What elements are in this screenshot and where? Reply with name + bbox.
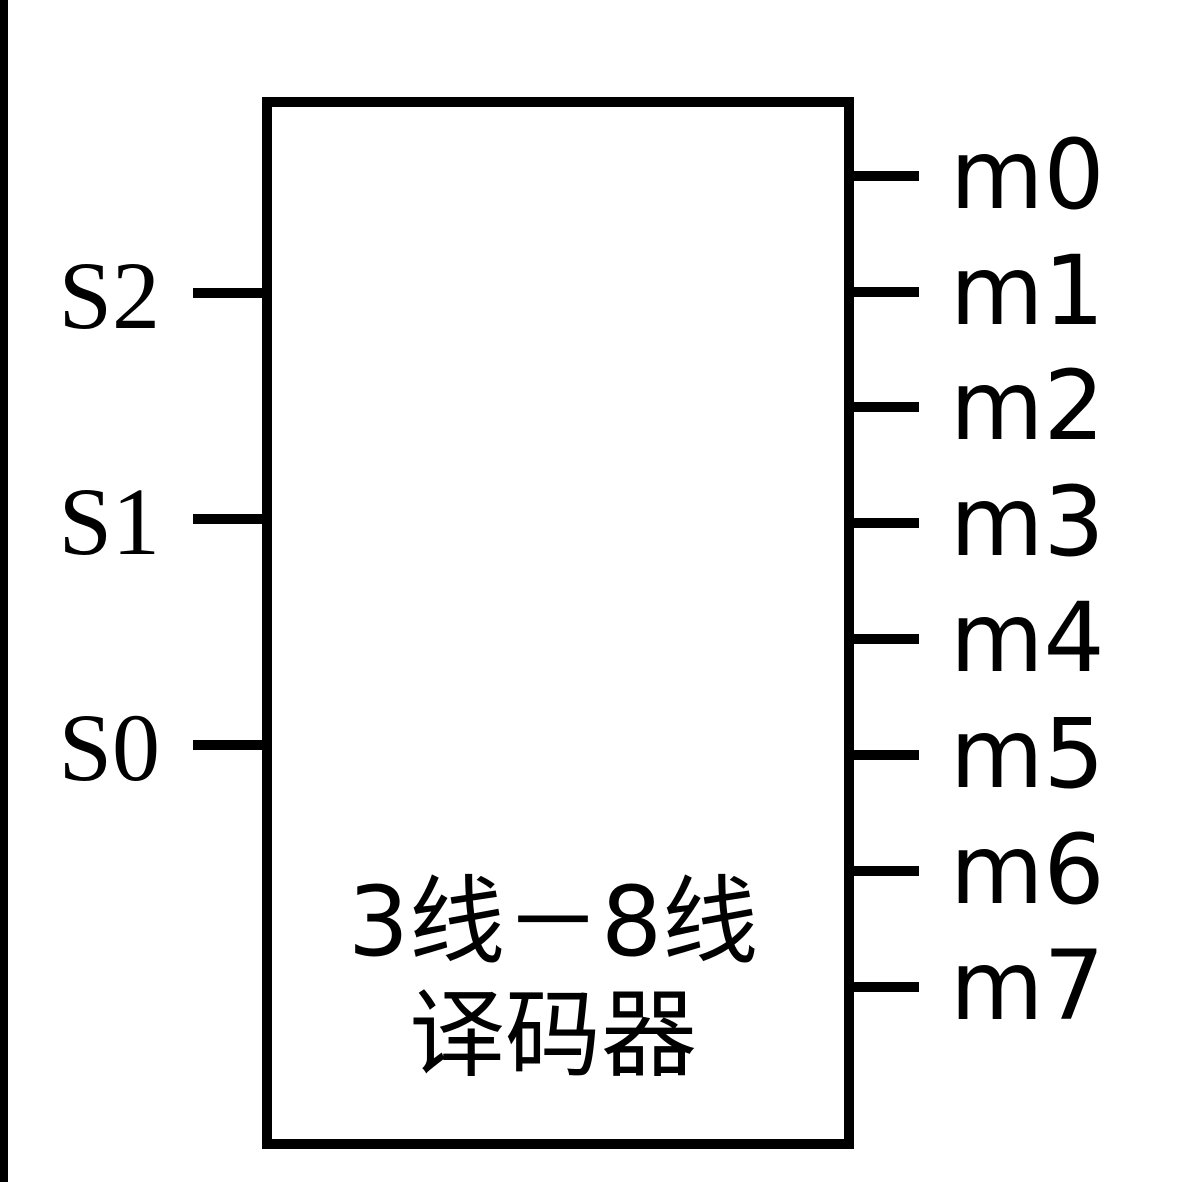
output-label: m3 xyxy=(950,466,1105,578)
output-label: m7 xyxy=(950,930,1105,1042)
input-pin-s1: S1 xyxy=(59,468,267,575)
output-label: m2 xyxy=(950,350,1105,462)
output-label: m1 xyxy=(950,235,1105,347)
output-label: m6 xyxy=(950,814,1105,926)
output-label: m4 xyxy=(950,582,1105,694)
input-label: S1 xyxy=(59,468,160,575)
output-pin-m7: m7 xyxy=(849,930,1105,1042)
output-pin-m3: m3 xyxy=(849,466,1105,578)
output-pin-m1: m1 xyxy=(849,235,1105,347)
output-pin-m6: m6 xyxy=(849,814,1105,926)
input-label: S0 xyxy=(59,694,160,801)
decoder-title-line1: 3线－8线 xyxy=(348,866,758,978)
left-edge-bar xyxy=(0,0,8,1182)
input-label: S2 xyxy=(59,242,160,349)
input-pin-s2: S2 xyxy=(59,242,267,349)
output-pin-m5: m5 xyxy=(849,698,1105,810)
output-label: m5 xyxy=(950,698,1105,810)
output-pin-m4: m4 xyxy=(849,582,1105,694)
output-pin-m2: m2 xyxy=(849,350,1105,462)
output-label: m0 xyxy=(950,119,1105,231)
output-pin-m0: m0 xyxy=(849,119,1105,231)
decoder-block xyxy=(262,97,854,1149)
input-pin-s0: S0 xyxy=(59,694,267,801)
decoder-title-line2: 译码器 xyxy=(409,979,697,1091)
